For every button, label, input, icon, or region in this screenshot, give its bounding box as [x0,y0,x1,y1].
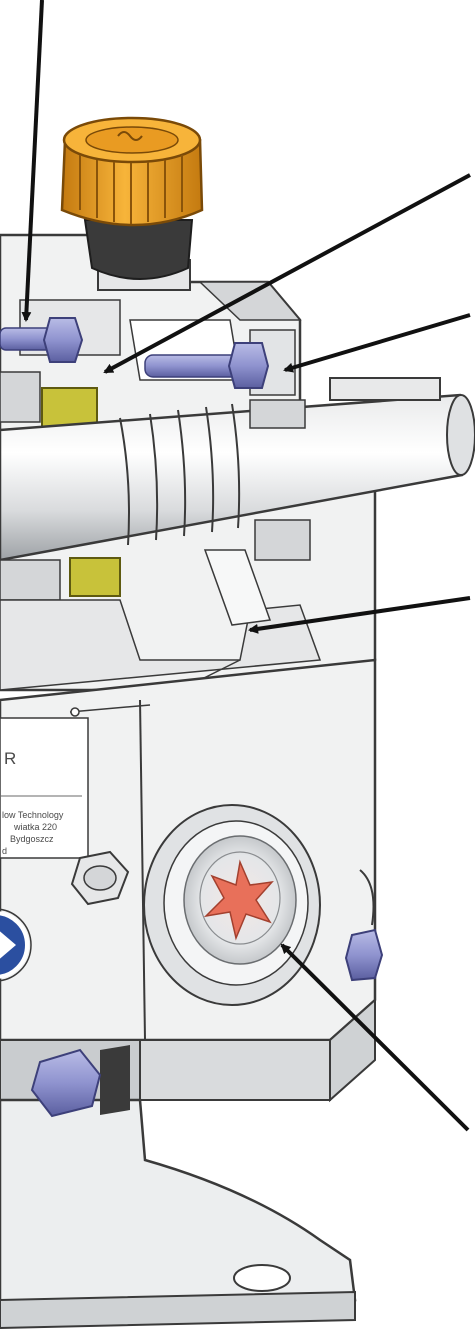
upper-bolt-left [0,317,84,363]
nameplate-letter: R [4,749,16,768]
side-bolt [344,869,384,982]
foot-bolt [30,1048,102,1118]
callout-arrow-housing [283,313,471,373]
nameplate-line-1: low Technology [2,810,64,820]
upper-bolt-right [144,342,270,389]
callout-arrow-rotor [248,596,471,634]
mounting-foot [0,1045,357,1330]
upper-seal [41,387,98,429]
bearing-left [0,371,61,601]
callout-arrow-sight-glass [280,943,470,1132]
callout-arrow-upper-bolt [21,0,44,322]
inner-cavity [0,549,322,707]
nameplate-line-4: d [2,846,7,856]
filler-cap [60,116,204,291]
nameplate: R low Technology wiatka 220 Bydgoszcz d [0,717,89,859]
sight-glass [143,804,321,1006]
shaft [0,377,475,562]
sight-indicator-icon [203,859,274,941]
hex-nut [70,850,130,906]
callout-arrow-seal [103,173,471,374]
bearing-right [249,399,311,561]
nameplate-line-3: Bydgoszcz [10,834,54,844]
nameplate-line-2: wiatka 220 [13,822,57,832]
callout-arrows [21,0,471,1132]
lower-seal [69,557,121,597]
direction-badge [0,908,32,982]
